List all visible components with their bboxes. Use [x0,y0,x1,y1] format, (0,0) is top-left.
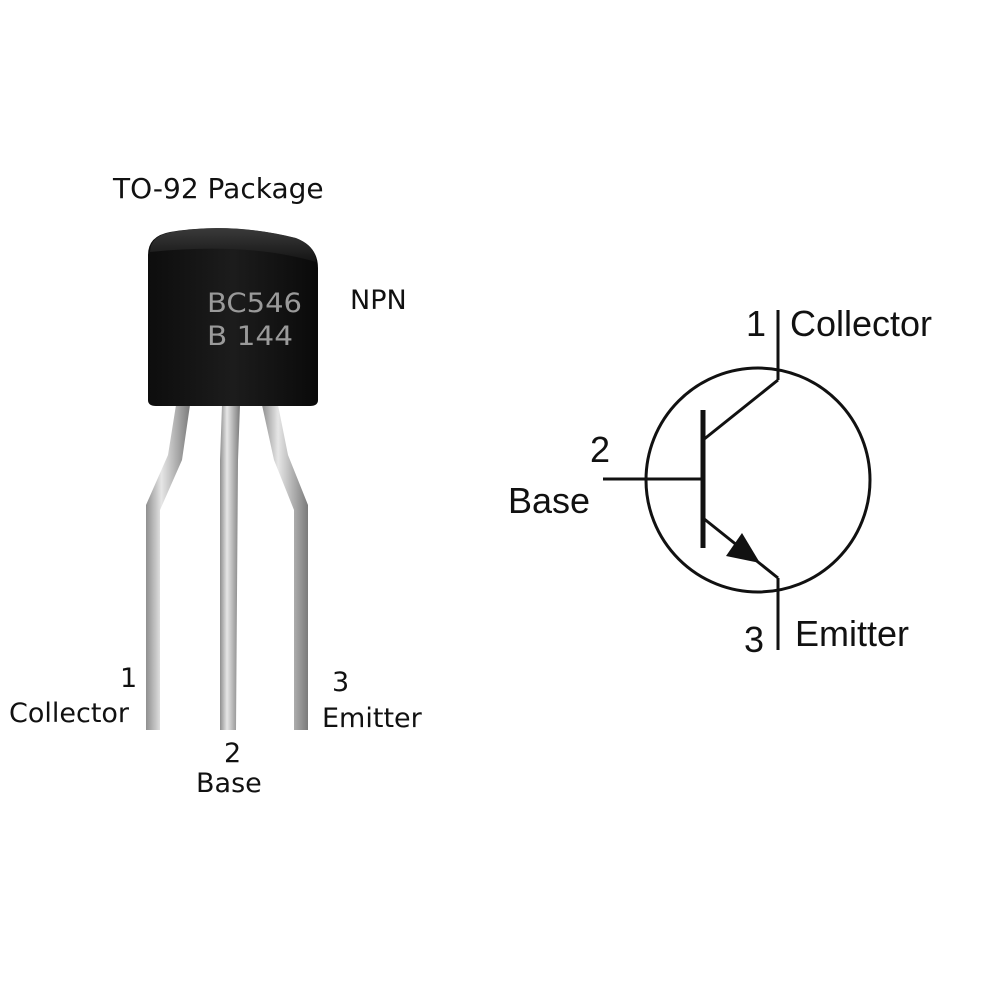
pin-base-number: 2 [224,738,242,769]
schematic-base-number: 2 [590,429,611,470]
schematic-emitter-number: 3 [744,619,765,660]
collector-diagonal [702,378,779,442]
transistor-body: BC546 B 144 [148,228,318,406]
pin-collector-name: Collector [9,698,130,729]
npn-label: NPN [350,285,407,316]
marking-line2: B 144 [207,321,293,352]
schematic-collector-number: 1 [746,303,767,344]
marking-line1: BC546 [207,288,302,319]
pin-emitter-name: Emitter [322,703,422,734]
package-title: TO-92 Package [113,172,324,205]
schematic-collector-name: Collector [790,303,933,344]
lead-collector [146,405,190,730]
pin-collector-number: 1 [120,663,138,694]
lead-emitter [262,405,308,730]
lead-base [220,405,240,730]
pin-base-name: Base [196,768,262,799]
schematic-emitter-name: Emitter [795,613,910,654]
schematic-base-name: Base [508,480,591,521]
emitter-arrow-icon [726,533,760,563]
pin-emitter-number: 3 [332,667,350,698]
